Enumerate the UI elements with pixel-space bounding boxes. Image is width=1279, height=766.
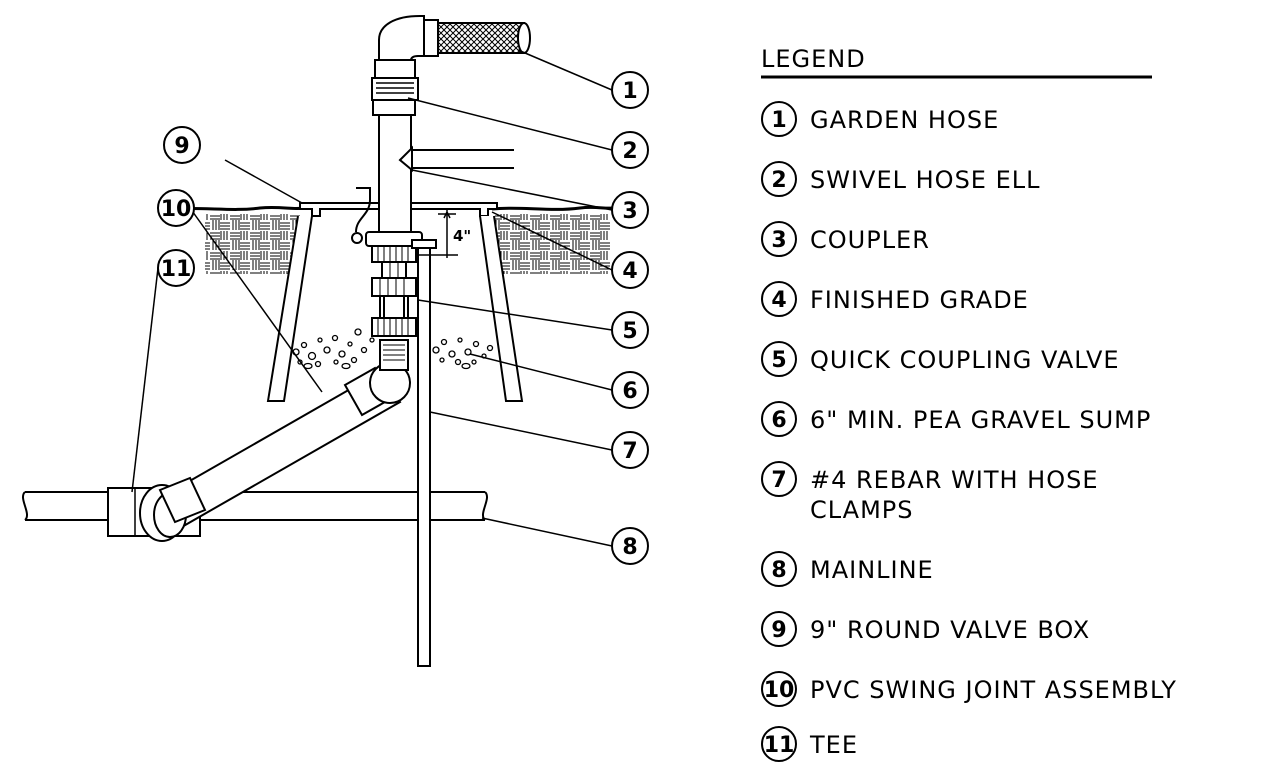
callout-8: 8 bbox=[611, 527, 649, 565]
legend-item-3: 3 COUPLER bbox=[761, 221, 930, 257]
legend-item-11: 11 TEE bbox=[761, 726, 858, 762]
legend-title: LEGEND bbox=[761, 45, 866, 73]
legend-label: 6" MIN. PEA GRAVEL SUMP bbox=[810, 406, 1151, 434]
callout-number: 8 bbox=[622, 535, 637, 560]
legend-label: QUICK COUPLING VALVE bbox=[810, 346, 1120, 374]
callout-7: 7 bbox=[611, 431, 649, 469]
legend-label: FINISHED GRADE bbox=[810, 286, 1029, 314]
callout-5: 5 bbox=[611, 311, 649, 349]
valve-box bbox=[266, 202, 524, 402]
coupler bbox=[398, 145, 514, 173]
rebar bbox=[411, 239, 437, 667]
coupler-key-chain bbox=[351, 187, 371, 244]
callout-6: 6 bbox=[611, 371, 649, 409]
legend-label: TEE bbox=[809, 731, 858, 759]
callout-number: 10 bbox=[161, 197, 192, 222]
callout-11: 11 bbox=[157, 249, 195, 287]
callout-4: 4 bbox=[611, 251, 649, 289]
legend-label: PVC SWING JOINT ASSEMBLY bbox=[810, 676, 1177, 704]
callout-number: 6 bbox=[622, 379, 637, 404]
legend: LEGEND 1 GARDEN HOSE 2 SWIVEL HOSE ELL 3… bbox=[761, 45, 1177, 762]
legend-item-1: 1 GARDEN HOSE bbox=[761, 101, 999, 137]
callout-3: 3 bbox=[611, 191, 649, 229]
legend-item-8: 8 MAINLINE bbox=[761, 551, 934, 587]
swivel-hose-ell bbox=[371, 15, 439, 101]
legend-number: 5 bbox=[771, 348, 786, 373]
legend-label-line2: CLAMPS bbox=[810, 496, 914, 524]
callout-number: 4 bbox=[622, 259, 637, 284]
legend-number: 4 bbox=[771, 288, 786, 313]
legend-item-10: 10 PVC SWING JOINT ASSEMBLY bbox=[761, 671, 1177, 707]
callout-2: 2 bbox=[611, 131, 649, 169]
dimension-label: 4" bbox=[453, 227, 471, 245]
leader-lines bbox=[131, 49, 613, 547]
legend-item-6: 6 6" MIN. PEA GRAVEL SUMP bbox=[761, 401, 1151, 437]
legend-item-7: 7 #4 REBAR WITH HOSE CLAMPS bbox=[761, 461, 1099, 524]
callout-9: 9 bbox=[163, 126, 201, 164]
legend-label: #4 REBAR WITH HOSE bbox=[810, 466, 1099, 494]
callout-number: 5 bbox=[622, 319, 637, 344]
legend-label: GARDEN HOSE bbox=[810, 106, 999, 134]
legend-label: COUPLER bbox=[810, 226, 930, 254]
callout-10: 10 bbox=[157, 189, 195, 227]
legend-number: 11 bbox=[764, 733, 795, 758]
garden-hose bbox=[437, 22, 531, 54]
legend-label: 9" ROUND VALVE BOX bbox=[810, 616, 1090, 644]
legend-number: 6 bbox=[771, 408, 786, 433]
legend-label: SWIVEL HOSE ELL bbox=[810, 166, 1041, 194]
soil-section bbox=[205, 214, 610, 274]
legend-number: 1 bbox=[771, 108, 786, 133]
legend-number: 7 bbox=[771, 468, 786, 493]
quick-coupling-valve bbox=[365, 231, 423, 337]
legend-item-5: 5 QUICK COUPLING VALVE bbox=[761, 341, 1120, 377]
legend-item-9: 9 9" ROUND VALVE BOX bbox=[761, 611, 1090, 647]
callout-number: 2 bbox=[622, 139, 637, 164]
callout-number: 7 bbox=[622, 439, 637, 464]
dimension-4in bbox=[418, 209, 458, 258]
riser-pipe bbox=[372, 97, 416, 233]
legend-number: 8 bbox=[771, 558, 786, 583]
legend-number: 10 bbox=[764, 678, 795, 703]
legend-item-4: 4 FINISHED GRADE bbox=[761, 281, 1029, 317]
callout-1: 1 bbox=[611, 71, 649, 109]
legend-label: MAINLINE bbox=[810, 556, 934, 584]
legend-number: 9 bbox=[771, 618, 786, 643]
callout-number: 11 bbox=[161, 257, 192, 282]
legend-number: 3 bbox=[771, 228, 786, 253]
legend-item-2: 2 SWIVEL HOSE ELL bbox=[761, 161, 1041, 197]
callout-number: 9 bbox=[174, 134, 189, 159]
callout-number: 1 bbox=[622, 79, 637, 104]
legend-number: 2 bbox=[771, 168, 786, 193]
callout-number: 3 bbox=[622, 199, 637, 224]
swing-joint bbox=[139, 339, 411, 542]
